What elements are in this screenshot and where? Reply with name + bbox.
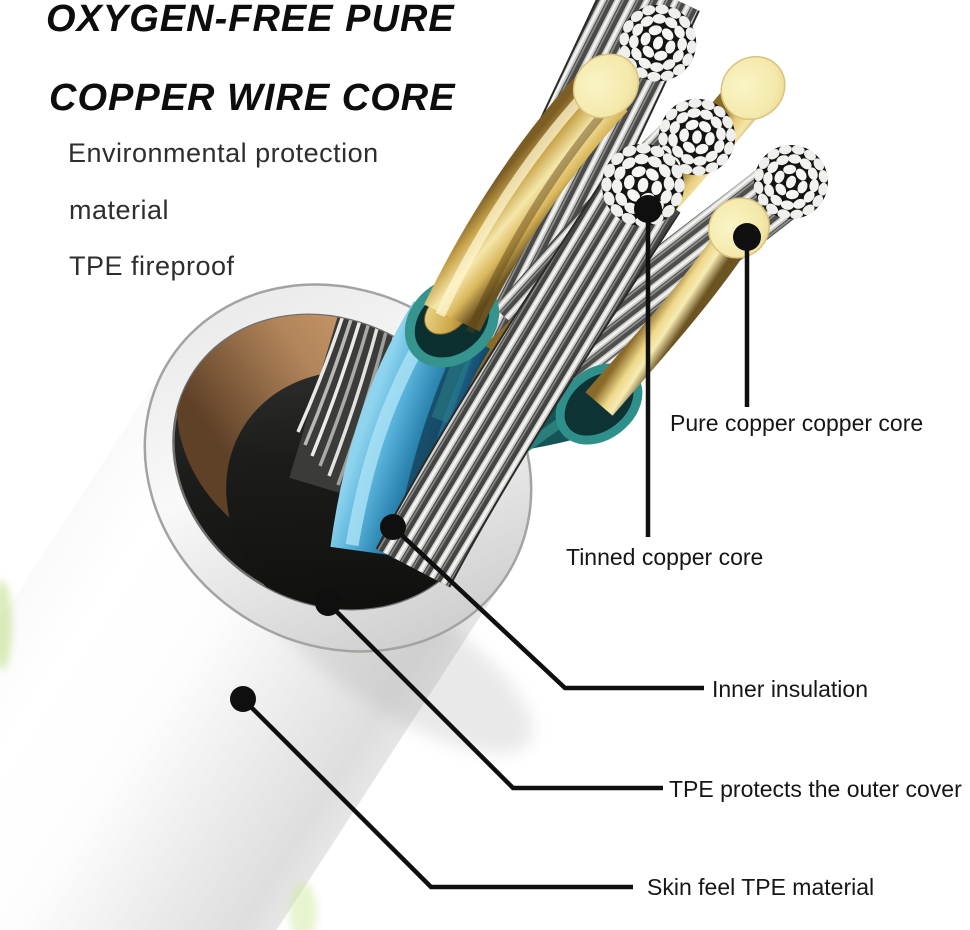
copper-core-end-face bbox=[720, 55, 786, 121]
callout-label-skin-tpe: Skin feel TPE material bbox=[647, 874, 875, 900]
callout-line-tpe-outer bbox=[326, 601, 663, 791]
callout-line-inner-insulation bbox=[391, 525, 704, 691]
green-reflection bbox=[289, 882, 317, 930]
callout-dot-inner-insulation bbox=[380, 514, 406, 540]
callout-label-tpe-outer: TPE protects the outer cover bbox=[669, 776, 962, 802]
green-reflection bbox=[0, 580, 12, 670]
feature-environmental: Environmental protection bbox=[68, 138, 379, 168]
copper-core-wire-main bbox=[424, 53, 640, 334]
callout-label-inner-insulation: Inner insulation bbox=[712, 676, 868, 702]
heading-line-2: COPPER WIRE CORE bbox=[49, 77, 456, 119]
callout-dots bbox=[230, 195, 761, 712]
feature-tpe-fireproof: TPE fireproof bbox=[69, 251, 235, 281]
callout-label-pure-copper: Pure copper copper core bbox=[670, 410, 924, 436]
callout-dot-skin-tpe bbox=[230, 686, 256, 712]
copper-core-end-face bbox=[572, 53, 640, 119]
heading-line-1: OXYGEN-FREE PURE bbox=[46, 0, 455, 40]
callout-lines bbox=[241, 209, 750, 890]
feature-material: material bbox=[69, 195, 170, 225]
callout-line-skin-tpe bbox=[241, 697, 633, 890]
callout-dot-pure-copper bbox=[733, 223, 761, 251]
callout-dot-tinned-copper bbox=[634, 195, 662, 223]
callout-dot-tpe-outer bbox=[315, 590, 341, 616]
tinned-wire-bundle-front bbox=[375, 167, 681, 588]
callout-label-tinned-copper: Tinned copper core bbox=[566, 544, 764, 570]
